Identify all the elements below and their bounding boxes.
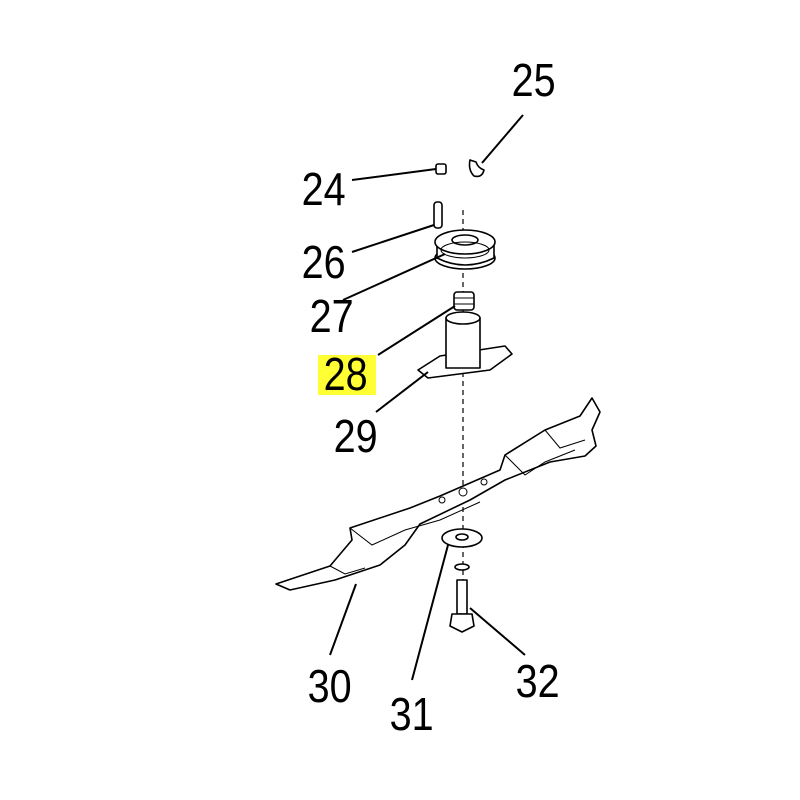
leader-line-29 <box>375 371 429 413</box>
part-label-27: 27 <box>310 291 354 342</box>
part-label-31: 31 <box>390 689 434 740</box>
leader-line-27 <box>342 253 446 301</box>
part-32-bolt <box>449 563 475 633</box>
part-label-29: 29 <box>334 411 378 462</box>
part-25-clip <box>468 159 485 178</box>
part-label-25: 25 <box>512 55 556 106</box>
part-29-blade-adapter <box>417 311 513 379</box>
leader-line-31 <box>411 544 449 681</box>
part-31-washer <box>441 528 483 548</box>
leader-line-24 <box>351 168 437 181</box>
part-30-blade <box>275 397 601 591</box>
label-28-highlight <box>318 355 376 395</box>
part-24-screw <box>435 163 447 175</box>
part-label-28: 28 <box>324 349 368 400</box>
leader-line-30 <box>329 583 357 656</box>
part-label-30: 30 <box>308 661 352 712</box>
leader-line-25 <box>481 114 524 164</box>
leader-line-28 <box>377 305 456 356</box>
part-label-32: 32 <box>516 656 560 707</box>
leader-line-32 <box>469 607 526 656</box>
part-26-pin <box>433 201 443 229</box>
part-28-bearing <box>453 291 475 311</box>
leader-line-26 <box>351 224 435 253</box>
part-27-pulley <box>434 229 496 270</box>
part-label-26: 26 <box>302 237 346 288</box>
part-label-24: 24 <box>302 164 346 215</box>
